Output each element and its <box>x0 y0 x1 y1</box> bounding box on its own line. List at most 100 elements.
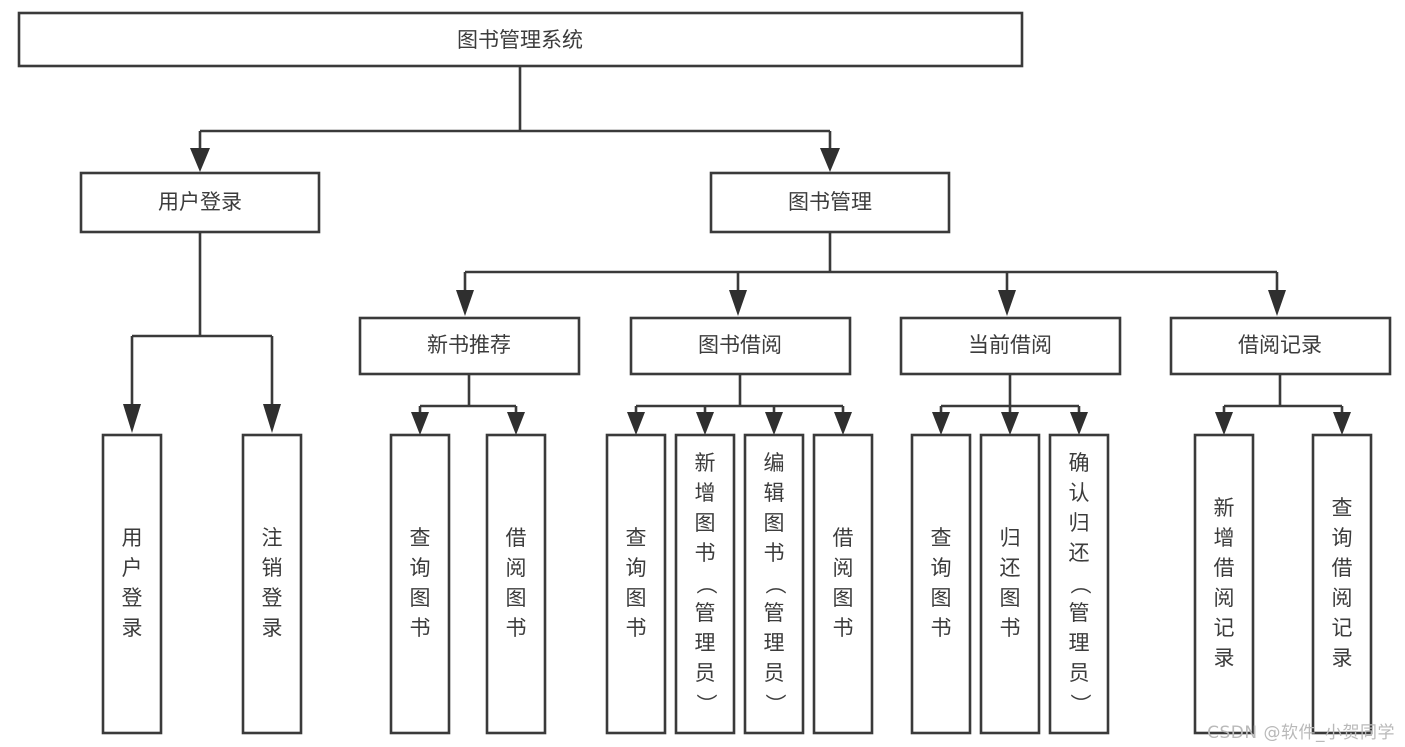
leaf-user-login-label: 用户登录 <box>122 526 143 640</box>
user-login-label: 用户登录 <box>158 190 242 214</box>
book-management-box[interactable] <box>709 171 951 234</box>
node-new-book-recommend[interactable]: 新书推荐 <box>358 316 581 376</box>
vertical-char: 用 <box>122 526 143 550</box>
leaf-user-login-box[interactable] <box>101 433 163 735</box>
vertical-char: 录 <box>1214 646 1235 670</box>
arrow-leaf-query-book-1 <box>411 412 429 435</box>
arrow-to-user-login <box>190 148 210 172</box>
book-borrow-label: 图书借阅 <box>698 333 782 357</box>
vertical-char: 录 <box>122 616 143 640</box>
node-book-borrow[interactable]: 图书借阅 <box>629 316 852 376</box>
vertical-char: 书 <box>506 616 527 640</box>
arrow-leaf-add-book <box>696 412 714 435</box>
arrow-leaf-user-login <box>123 404 141 433</box>
vertical-char: 询 <box>931 556 952 580</box>
vertical-char: 借 <box>506 526 527 550</box>
vertical-char: 书 <box>410 616 431 640</box>
leaf-borrow-book-2-box[interactable] <box>812 433 874 735</box>
arrow-new-book-recommend <box>456 290 474 316</box>
node-user-login[interactable]: 用户登录 <box>79 171 321 234</box>
arrow-borrow-record <box>1268 290 1286 316</box>
leaf-borrow-book-1-box[interactable] <box>485 433 547 735</box>
borrow-record-box[interactable] <box>1169 316 1392 376</box>
leaf-query-book-1-box[interactable] <box>389 433 451 735</box>
vertical-char: 图 <box>1000 586 1021 610</box>
leaf-query-book-2-box[interactable] <box>605 433 667 735</box>
current-borrow-label: 当前借阅 <box>968 333 1052 357</box>
vertical-char: 增 <box>1214 526 1235 550</box>
vertical-char: 增 <box>695 481 716 505</box>
vertical-char: ） <box>1068 694 1092 715</box>
leaf-confirm-return-box[interactable] <box>1048 433 1110 735</box>
vertical-char: 询 <box>626 556 647 580</box>
arrow-to-book-management <box>820 148 840 172</box>
vertical-char: 阅 <box>833 556 854 580</box>
vertical-char: 图 <box>506 586 527 610</box>
vertical-char: 书 <box>764 541 785 565</box>
current-borrow-box[interactable] <box>899 316 1122 376</box>
arrow-leaf-confirm-return <box>1070 412 1088 435</box>
leaf-node-user-login[interactable]: 用户登录 <box>101 433 163 735</box>
vertical-char: 记 <box>1332 616 1353 640</box>
leaf-query-book-3-box[interactable] <box>910 433 972 735</box>
vertical-char: 图 <box>410 586 431 610</box>
user-login-box[interactable] <box>79 171 321 234</box>
new-book-recommend-box[interactable] <box>358 316 581 376</box>
node-current-borrow[interactable]: 当前借阅 <box>899 316 1122 376</box>
node-root[interactable]: 图书管理系统 <box>17 11 1024 68</box>
arrow-leaf-return-book <box>1001 412 1019 435</box>
vertical-char: 管 <box>764 601 785 625</box>
leaf-logout-login-box[interactable] <box>241 433 303 735</box>
leaf-add-book-box[interactable] <box>674 433 736 735</box>
root-box[interactable] <box>17 11 1024 68</box>
vertical-char: 查 <box>410 526 431 550</box>
arrow-leaf-edit-book <box>765 412 783 435</box>
leaf-return-book-box[interactable] <box>979 433 1041 735</box>
vertical-char: 员 <box>764 661 785 685</box>
node-book-management[interactable]: 图书管理 <box>709 171 951 234</box>
edges-layer <box>123 66 1351 435</box>
vertical-char: 借 <box>1214 556 1235 580</box>
arrow-current-borrow <box>998 290 1016 316</box>
leaf-query-record-box[interactable] <box>1311 433 1373 735</box>
leaf-edit-book-box[interactable] <box>743 433 805 735</box>
vertical-char: 阅 <box>1332 586 1353 610</box>
node-borrow-record[interactable]: 借阅记录 <box>1169 316 1392 376</box>
root-label: 图书管理系统 <box>457 28 583 52</box>
vertical-char: 录 <box>262 616 283 640</box>
vertical-char: 记 <box>1214 616 1235 640</box>
vertical-char: 编 <box>764 451 785 475</box>
vertical-char: 图 <box>931 586 952 610</box>
new-book-recommend-label: 新书推荐 <box>427 333 511 357</box>
vertical-char: 阅 <box>1214 586 1235 610</box>
arrow-leaf-query-book-3 <box>932 412 950 435</box>
book-borrow-box[interactable] <box>629 316 852 376</box>
vertical-char: 登 <box>262 586 283 610</box>
arrow-book-borrow <box>729 290 747 316</box>
leaf-add-record-box[interactable] <box>1193 433 1255 735</box>
book-management-label: 图书管理 <box>788 190 872 214</box>
vertical-char: 注 <box>262 526 283 550</box>
vertical-char: 书 <box>833 616 854 640</box>
